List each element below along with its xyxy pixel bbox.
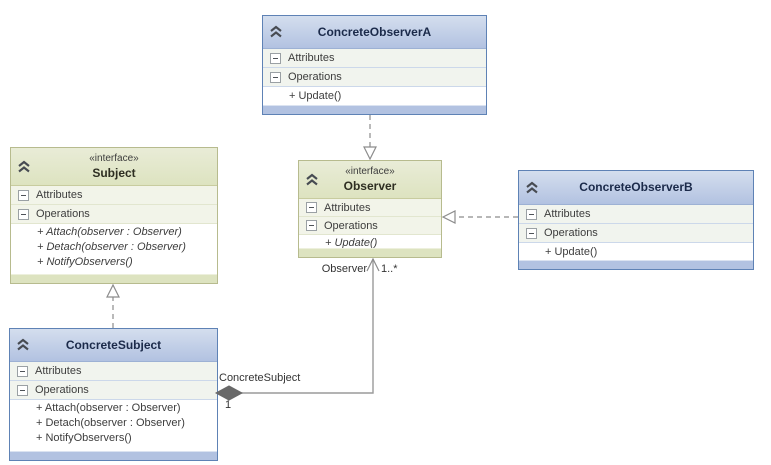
operations-compartment: Operations — [10, 381, 217, 400]
realization-concreteobserverb-observer[interactable] — [441, 210, 518, 224]
class-name: Observer — [343, 179, 397, 193]
operation-item[interactable]: + Attach(observer : Observer) — [10, 400, 217, 415]
compartment-label: Attributes — [36, 189, 83, 201]
box-footer-bar — [299, 248, 441, 257]
collapse-expander-icon[interactable] — [270, 52, 281, 64]
composition-diamond — [214, 385, 244, 401]
collapse-expander-icon[interactable] — [18, 208, 29, 220]
operation-item[interactable]: + Update() — [263, 87, 486, 104]
collapse-chevron-icon[interactable] — [17, 160, 31, 173]
box-footer-bar — [10, 451, 217, 460]
stereotype-label: «interface» — [89, 153, 139, 164]
class-header[interactable]: «interface» Subject — [11, 148, 217, 186]
collapse-expander-icon[interactable] — [17, 384, 28, 396]
class-name: Subject — [92, 166, 136, 180]
operation-item[interactable]: + Update() — [519, 243, 753, 260]
realization-concretesubject-subject[interactable] — [106, 283, 120, 328]
operation-item[interactable]: + NotifyObservers() — [10, 430, 217, 445]
operation-item[interactable]: + NotifyObservers() — [11, 254, 217, 269]
hollow-triangle-arrowhead — [363, 146, 377, 161]
association-source-multiplicity: 1 — [225, 399, 232, 411]
realization-concreteobservera-observer[interactable] — [363, 115, 377, 161]
association-name-label: ConcreteSubject — [219, 372, 301, 384]
operation-item[interactable]: + Detach(observer : Observer) — [11, 239, 217, 254]
compartment-label: Operations — [288, 71, 342, 83]
class-subject[interactable]: «interface» Subject Attributes Operation… — [10, 147, 218, 284]
attributes-compartment: Attributes — [10, 362, 217, 381]
operation-item[interactable]: + Attach(observer : Observer) — [11, 224, 217, 239]
compartment-label: Attributes — [324, 201, 371, 214]
operations-compartment: Operations — [299, 217, 441, 235]
collapse-chevron-icon[interactable] — [305, 173, 319, 186]
class-concrete-observer-a[interactable]: ConcreteObserverA Attributes Operations … — [262, 15, 487, 115]
compartment-label: Attributes — [35, 365, 82, 377]
collapse-expander-icon[interactable] — [526, 227, 537, 239]
association-target-multiplicity: 1..* — [381, 263, 398, 275]
compartment-label: Operations — [36, 208, 90, 220]
operation-item[interactable]: + Detach(observer : Observer) — [10, 415, 217, 430]
box-footer-bar — [263, 105, 486, 114]
hollow-triangle-arrowhead — [441, 210, 456, 224]
class-name: ConcreteObserverB — [579, 180, 693, 194]
collapse-expander-icon[interactable] — [306, 220, 317, 231]
class-header[interactable]: ConcreteObserverB — [519, 171, 753, 205]
hollow-triangle-arrowhead — [106, 283, 120, 298]
collapse-expander-icon[interactable] — [17, 365, 28, 377]
collapse-expander-icon[interactable] — [18, 189, 29, 201]
collapse-chevron-icon[interactable] — [525, 181, 539, 194]
attributes-compartment: Attributes — [299, 199, 441, 217]
operation-item[interactable]: + Update() — [299, 235, 441, 251]
box-footer-bar — [519, 260, 753, 269]
compartment-label: Attributes — [544, 208, 591, 220]
attributes-compartment: Attributes — [519, 205, 753, 224]
class-name: ConcreteObserverA — [317, 25, 432, 39]
class-header[interactable]: ConcreteObserverA — [263, 16, 486, 49]
class-concrete-observer-b[interactable]: ConcreteObserverB Attributes Operations … — [518, 170, 754, 270]
compartment-label: Attributes — [288, 52, 335, 64]
compartment-label: Operations — [35, 384, 89, 396]
class-observer[interactable]: «interface» Observer Attributes Operatio… — [298, 160, 442, 258]
open-arrowhead — [366, 257, 380, 272]
collapse-chevron-icon[interactable] — [16, 338, 30, 352]
stereotype-label: «interface» — [345, 166, 395, 177]
attributes-compartment: Attributes — [11, 186, 217, 205]
collapse-expander-icon[interactable] — [306, 202, 317, 213]
class-header[interactable]: ConcreteSubject — [10, 329, 217, 362]
operations-compartment: Operations — [519, 224, 753, 243]
compartment-label: Operations — [324, 219, 378, 232]
collapse-expander-icon[interactable] — [270, 71, 281, 83]
compartment-label: Operations — [544, 227, 598, 239]
box-footer-bar — [11, 274, 217, 283]
collapse-chevron-icon[interactable] — [269, 25, 283, 39]
class-name: ConcreteSubject — [65, 338, 162, 352]
class-concrete-subject[interactable]: ConcreteSubject Attributes Operations + … — [9, 328, 218, 461]
operations-compartment: Operations — [263, 68, 486, 87]
collapse-expander-icon[interactable] — [526, 208, 537, 220]
association-role-label: Observer — [321, 263, 367, 275]
operations-compartment: Operations — [11, 205, 217, 224]
class-header[interactable]: «interface» Observer — [299, 161, 441, 199]
attributes-compartment: Attributes — [263, 49, 486, 68]
